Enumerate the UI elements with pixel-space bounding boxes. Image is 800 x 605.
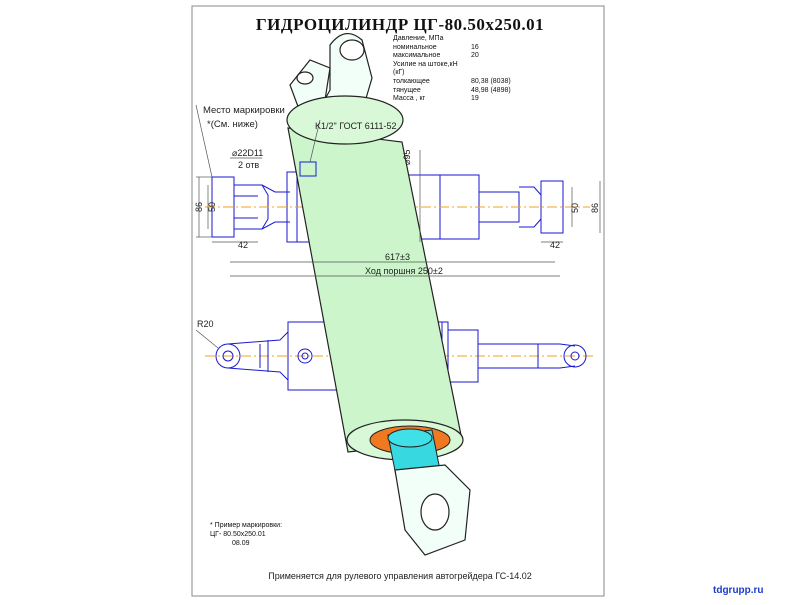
spec-row: Давление, МПа: [393, 35, 444, 42]
thread-dim-label: K1/2" ГОСТ 6111-52: [315, 121, 396, 131]
example-date: 08.09: [232, 540, 250, 547]
cylinder-3d: [286, 33, 471, 556]
radius-label: R20: [197, 319, 214, 329]
example-title: * Пример маркировки:: [210, 522, 283, 529]
website-link[interactable]: tdgrupp.ru: [713, 585, 764, 596]
holes-label: 2 отв: [238, 160, 259, 170]
height86-left-label: 86: [194, 202, 204, 212]
height86-right-label: 86: [590, 203, 600, 213]
dia95-label: ⌀95: [402, 150, 412, 165]
spec-row: Усилие на штоке,кН (кГ): [393, 60, 458, 77]
width42-right-label: 42: [550, 240, 560, 250]
marking-see-below-label: *(См. ниже): [207, 119, 258, 130]
port-fitting: [299, 161, 317, 177]
bore-dia-label: ⌀22D11: [232, 148, 263, 158]
height50-right-label: 50: [570, 203, 580, 213]
drawing-title: ГИДРОЦИЛИНДР ЦГ-80.50х250.01: [255, 15, 545, 34]
application-note: Применяется для рулевого управления авто…: [268, 571, 532, 581]
marking-place-label: Место маркировки: [203, 105, 285, 116]
example-code: ЦГ- 80.50х250.01: [210, 531, 266, 538]
height50-left-label: 50: [207, 202, 217, 212]
length-label: 617±3: [385, 252, 410, 262]
dimension-lines: [195, 104, 601, 349]
stroke-label: Ход поршня 250±2: [365, 266, 443, 276]
sheet-frame: [191, 5, 605, 597]
marking-example: * Пример маркировки: ЦГ- 80.50х250.01 08…: [210, 521, 282, 548]
width42-left-label: 42: [238, 240, 248, 250]
